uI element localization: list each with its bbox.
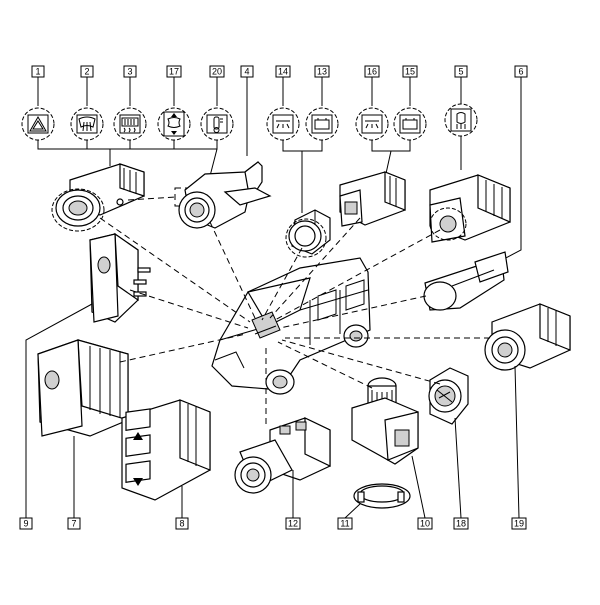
svg-text:4: 4 bbox=[244, 67, 249, 77]
callout-17: 17 bbox=[166, 65, 182, 78]
rectangular-switch-part bbox=[339, 171, 406, 227]
svg-text:13: 13 bbox=[317, 67, 327, 77]
svg-text:1: 1 bbox=[35, 67, 40, 77]
callout-7: 7 bbox=[67, 517, 81, 530]
svg-text:2: 2 bbox=[84, 67, 89, 77]
interior-light-icon bbox=[266, 107, 300, 141]
fog-lamp-icon bbox=[444, 103, 478, 137]
callout-19: 19 bbox=[511, 517, 527, 530]
round-switch-part bbox=[178, 161, 272, 229]
callout-15: 15 bbox=[402, 65, 418, 78]
callout-11: 11 bbox=[337, 517, 353, 530]
callout-20: 20 bbox=[209, 65, 225, 78]
rear-demist-icon bbox=[70, 107, 104, 141]
svg-text:19: 19 bbox=[514, 519, 524, 529]
svg-text:10: 10 bbox=[420, 519, 430, 529]
svg-text:9: 9 bbox=[23, 519, 28, 529]
callout-6: 6 bbox=[514, 65, 528, 78]
callout-2: 2 bbox=[80, 65, 94, 78]
svg-text:17: 17 bbox=[169, 67, 179, 77]
callout-10: 10 bbox=[417, 517, 433, 530]
svg-text:18: 18 bbox=[456, 519, 466, 529]
rotary-switch-part bbox=[351, 377, 419, 465]
small-round-switch-part bbox=[285, 209, 331, 258]
hazard-triangle-icon bbox=[21, 107, 55, 141]
battery-icon bbox=[305, 107, 339, 141]
round-frame-switch-part bbox=[484, 303, 571, 371]
window-switch-part bbox=[121, 399, 211, 501]
svg-text:20: 20 bbox=[212, 67, 222, 77]
svg-text:11: 11 bbox=[340, 519, 349, 529]
callout-5: 5 bbox=[454, 65, 468, 78]
thermometer-icon bbox=[200, 107, 234, 141]
svg-text:7: 7 bbox=[71, 519, 76, 529]
callout-14: 14 bbox=[275, 65, 291, 78]
small-knob-part bbox=[428, 367, 469, 425]
callout-18: 18 bbox=[453, 517, 469, 530]
interior-light-icon bbox=[355, 107, 389, 141]
callout-4: 4 bbox=[240, 65, 254, 78]
battery-icon bbox=[393, 107, 427, 141]
callout-13: 13 bbox=[314, 65, 330, 78]
svg-text:5: 5 bbox=[458, 67, 463, 77]
retaining-ring-part bbox=[353, 483, 411, 509]
callout-9: 9 bbox=[19, 517, 33, 530]
stalk-switch-part bbox=[423, 251, 509, 311]
large-rocker-switch-part bbox=[429, 174, 511, 243]
callout-8: 8 bbox=[175, 517, 189, 530]
svg-text:16: 16 bbox=[367, 67, 377, 77]
round-connector-switch-part bbox=[234, 417, 331, 494]
svg-text:15: 15 bbox=[405, 67, 415, 77]
rocker-switch-part bbox=[51, 163, 145, 232]
svg-text:14: 14 bbox=[278, 67, 288, 77]
callout-12: 12 bbox=[285, 517, 301, 530]
callout-3: 3 bbox=[123, 65, 137, 78]
svg-text:8: 8 bbox=[179, 519, 184, 529]
svg-text:3: 3 bbox=[127, 67, 132, 77]
heated-seat-icon bbox=[157, 107, 191, 141]
svg-text:12: 12 bbox=[288, 519, 298, 529]
heated-windscreen-icon bbox=[113, 107, 147, 141]
van-illustration bbox=[211, 257, 371, 395]
rocker-box-switch-part bbox=[37, 339, 129, 437]
tall-rocker-switch-part bbox=[89, 232, 151, 323]
svg-text:6: 6 bbox=[518, 67, 523, 77]
callout-16: 16 bbox=[364, 65, 380, 78]
callout-1: 1 bbox=[31, 65, 45, 78]
